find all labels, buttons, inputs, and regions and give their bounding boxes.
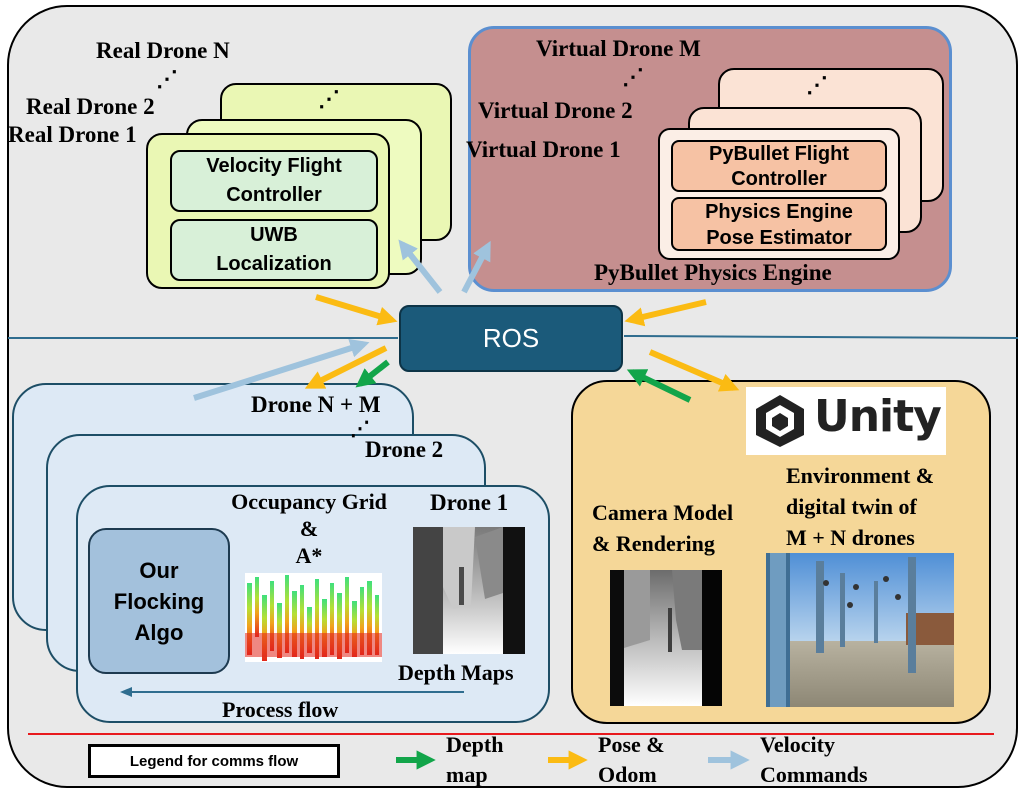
virtual-drone-2-label: Virtual Drone 2 (478, 98, 633, 123)
legend-velocity-line1: Velocity (760, 732, 835, 757)
environment-line3: M + N drones (786, 525, 915, 550)
occupancy-grid-line1: Occupancy Grid (231, 489, 387, 514)
legend-pose-label: Pose & Odom (598, 730, 665, 790)
legend-title-box: Legend for comms flow (88, 744, 340, 778)
environment-line2: digital twin of (786, 494, 917, 519)
environment-label: Environment & digital twin of M + N dron… (786, 460, 934, 553)
legend-depth-line1: Depth (446, 732, 504, 757)
legend-depth-line2: map (446, 762, 488, 787)
flocking-algo-line2: Flocking (113, 588, 205, 614)
legend-title: Legend for comms flow (129, 752, 299, 770)
ros-node: ROS (399, 305, 623, 372)
unity-cube-icon (756, 395, 804, 447)
legend-velocity-label: Velocity Commands (760, 730, 868, 790)
velocity-flight-controller-line2: Controller (226, 184, 322, 206)
pybullet-flight-controller-block: PyBullet Flight Controller (671, 140, 887, 192)
pose-arrow-real-to-ros (315, 294, 398, 326)
separator-right (623, 335, 1019, 339)
camera-depth-map-image (610, 570, 722, 706)
real-drone-2-label: Real Drone 2 (26, 94, 155, 119)
legend-velocity-line2: Commands (760, 762, 868, 787)
pose-arrow-ros-to-unity (648, 349, 740, 392)
depth-maps-label: Depth Maps (398, 660, 514, 685)
flocking-algo-block: Our Flocking Algo (88, 528, 230, 674)
uwb-localization-line2: Localization (216, 253, 332, 275)
process-flow-label: Process flow (222, 697, 339, 722)
real-drone-n-label: Real Drone N (96, 38, 230, 63)
environment-render-image (766, 553, 954, 707)
velocity-flight-controller-block: Velocity Flight Controller (170, 150, 378, 212)
occupancy-grid-line3: A* (295, 543, 323, 568)
legend-depth-label: Depth map (446, 730, 503, 790)
velocity-arrow-ros-to-real (398, 239, 443, 294)
physics-engine-pose-estimator-line2: Pose Estimator (706, 227, 852, 249)
real-drone-card-dots: ⋰ (318, 86, 340, 111)
onboard-dots: ⋰ (350, 418, 370, 440)
physics-engine-pose-estimator-line1: Physics Engine (705, 201, 853, 223)
uwb-localization-block: UWB Localization (170, 219, 378, 281)
real-drone-dots: ⋰ (156, 66, 178, 91)
process-flow-arrow (120, 687, 464, 697)
onboard-depth-map-image (413, 527, 525, 654)
velocity-arrow-drones-to-ros (193, 338, 370, 401)
flocking-algo-line3: Algo (134, 619, 184, 645)
drone-2-label: Drone 2 (365, 437, 444, 462)
camera-model-line2: & Rendering (592, 531, 715, 556)
uwb-localization-line1: UWB (250, 224, 298, 246)
drone-n-plus-m-label: Drone N + M (251, 392, 381, 417)
environment-line1: Environment & (786, 463, 935, 488)
camera-model-line1: Camera Model (592, 500, 734, 525)
pybullet-flight-controller-line1: PyBullet Flight (709, 143, 849, 165)
physics-engine-pose-estimator-block: Physics Engine Pose Estimator (671, 197, 887, 251)
occupancy-grid-label: Occupancy Grid & A* (216, 488, 402, 569)
virtual-drone-dots: ⋰ (622, 64, 644, 89)
velocity-arrow-ros-to-virtual (461, 240, 491, 294)
drone-1-label: Drone 1 (430, 490, 509, 515)
legend-pose-line2: Odom (598, 762, 657, 787)
virtual-drone-1-label: Virtual Drone 1 (466, 137, 621, 162)
occupancy-grid-line2: & (299, 516, 319, 541)
virtual-drone-card-dots: ⋰ (806, 72, 828, 97)
pose-arrow-virtual-to-ros (624, 299, 707, 327)
unity-logo-text: Unity (814, 391, 942, 442)
velocity-flight-controller-line1: Velocity Flight (206, 155, 342, 177)
legend-pose-line1: Pose & (598, 732, 665, 757)
occupancy-grid-image (245, 573, 382, 662)
pybullet-flight-controller-line2: Controller (731, 168, 827, 190)
real-drone-1-label: Real Drone 1 (8, 122, 137, 147)
depth-arrow-unity-to-ros (626, 369, 692, 403)
unity-logo: Unity (746, 387, 946, 455)
virtual-drone-m-label: Virtual Drone M (536, 36, 701, 61)
pybullet-physics-engine-label: PyBullet Physics Engine (594, 260, 832, 285)
flocking-algo-line1: Our (139, 557, 179, 583)
depth-arrow-ros-to-drones (355, 359, 390, 388)
camera-model-label: Camera Model & Rendering (592, 497, 733, 559)
pose-arrow-ros-to-drones (304, 345, 388, 389)
